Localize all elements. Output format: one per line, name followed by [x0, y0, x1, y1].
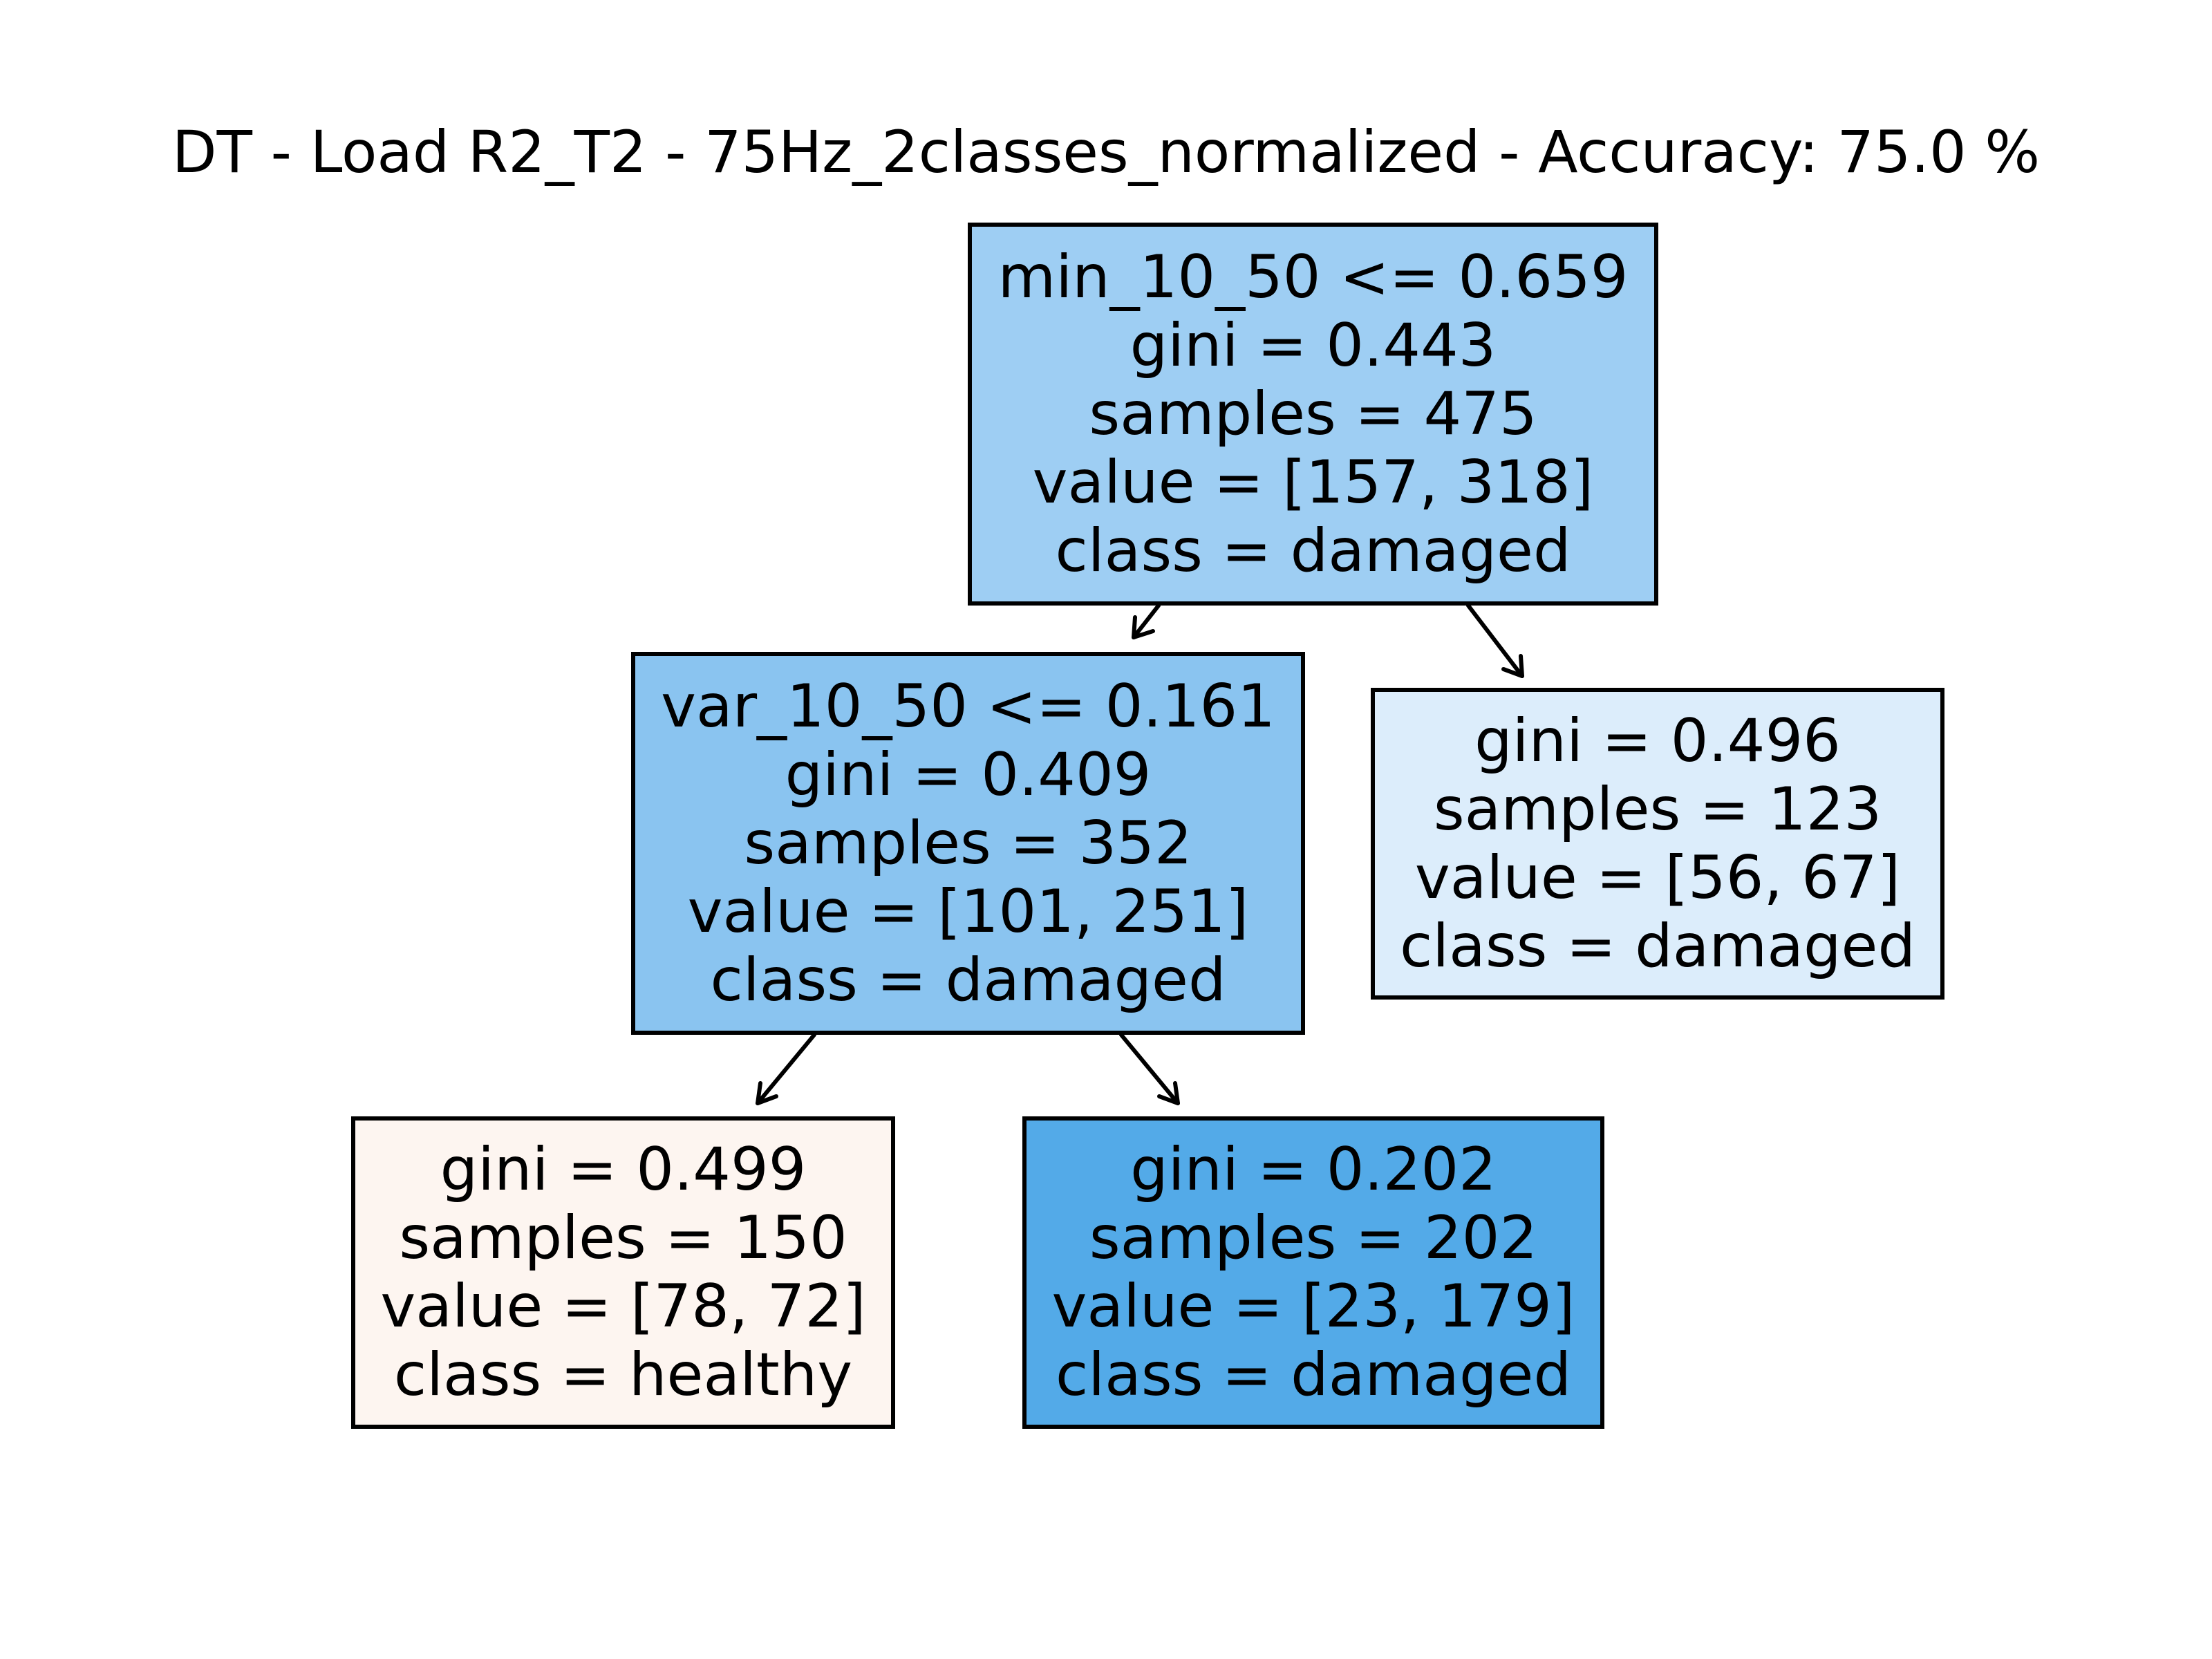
- edge-root-to-right: [1466, 603, 1524, 678]
- tree-node-right-leaf: gini = 0.496 samples = 123 value = [56, …: [1371, 688, 1944, 1000]
- node-gini-label: gini = 0.496: [1474, 706, 1841, 776]
- node-split-label: min_10_50 <= 0.659: [997, 242, 1629, 312]
- tree-node-left-left-leaf: gini = 0.499 samples = 150 value = [78, …: [351, 1116, 895, 1429]
- node-gini-label: gini = 0.202: [1130, 1135, 1497, 1204]
- node-samples-label: samples = 123: [1433, 774, 1882, 844]
- tree-node-left-right-leaf: gini = 0.202 samples = 202 value = [23, …: [1022, 1116, 1604, 1429]
- node-value-label: value = [157, 318]: [1032, 447, 1594, 517]
- node-samples-label: samples = 352: [744, 808, 1192, 878]
- node-value-label: value = [23, 179]: [1051, 1272, 1575, 1341]
- node-gini-label: gini = 0.443: [1130, 310, 1497, 380]
- edge-root-to-left: [1132, 603, 1161, 639]
- node-class-label: class = healthy: [393, 1340, 853, 1409]
- tree-node-root: min_10_50 <= 0.659 gini = 0.443 samples …: [968, 223, 1658, 606]
- tree-node-left: var_10_50 <= 0.161 gini = 0.409 samples …: [631, 652, 1305, 1035]
- node-class-label: class = damaged: [710, 945, 1226, 1015]
- edge-left-to-leftleft: [756, 1033, 816, 1105]
- node-class-label: class = damaged: [1055, 516, 1571, 585]
- chart-title: DT - Load R2_T2 - 75Hz_2classes_normaliz…: [171, 118, 2041, 186]
- node-class-label: class = damaged: [1399, 911, 1916, 981]
- node-class-label: class = damaged: [1055, 1340, 1572, 1409]
- node-gini-label: gini = 0.409: [785, 740, 1152, 809]
- node-samples-label: samples = 202: [1089, 1203, 1538, 1273]
- node-samples-label: samples = 150: [399, 1203, 847, 1273]
- edge-left-to-leftright: [1119, 1033, 1180, 1105]
- node-value-label: value = [101, 251]: [687, 877, 1249, 946]
- node-value-label: value = [56, 67]: [1414, 843, 1901, 912]
- node-split-label: var_10_50 <= 0.161: [661, 671, 1275, 741]
- node-value-label: value = [78, 72]: [380, 1272, 866, 1341]
- node-gini-label: gini = 0.499: [440, 1135, 807, 1204]
- node-samples-label: samples = 475: [1089, 379, 1537, 449]
